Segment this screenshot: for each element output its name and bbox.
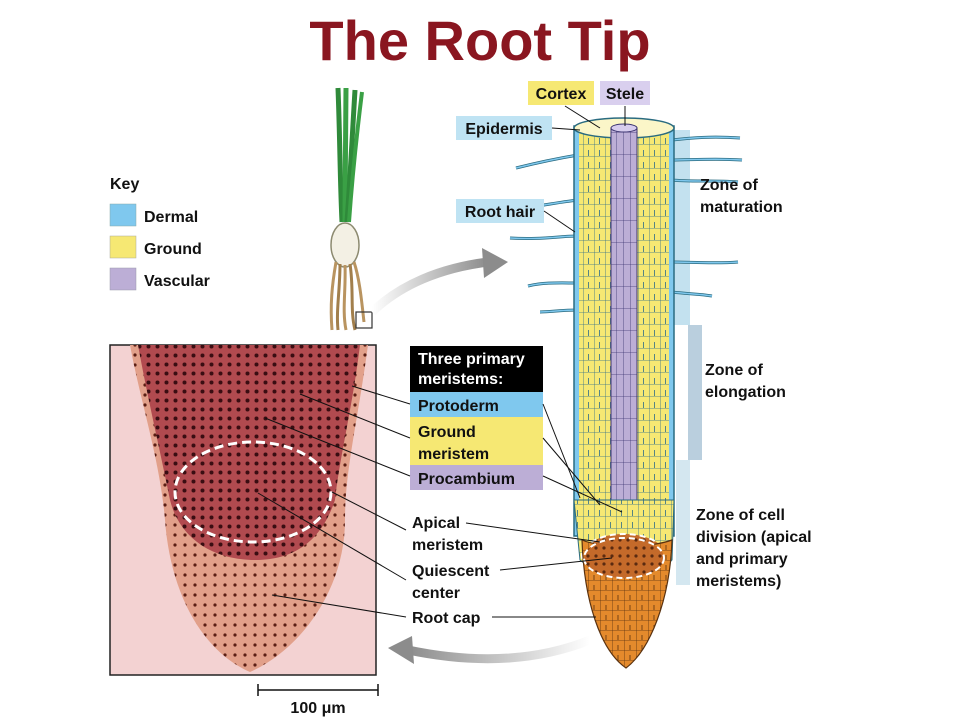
key-legend: Key Dermal Ground Vascular	[109, 176, 210, 291]
root-diagram	[509, 117, 743, 669]
zone-maturation-line2: maturation	[700, 199, 783, 216]
zone-bar-maturation	[674, 130, 690, 325]
cortex-label-bg	[528, 81, 594, 105]
key-label-ground: Ground	[144, 241, 202, 258]
stele-label-bg	[600, 81, 650, 105]
zone-bar-division	[676, 460, 690, 585]
epidermis-label: Epidermis	[465, 121, 542, 138]
key-swatch-vascular	[109, 267, 137, 291]
key-heading: Key	[110, 176, 139, 193]
zone-division-line2: division (apical	[696, 529, 812, 546]
zone-elongation-line1: Zone of	[705, 362, 763, 379]
zone-division-line3: and primary	[696, 551, 788, 568]
scale-bar-label: 100 μm	[290, 700, 345, 717]
key-swatch-dermal	[109, 203, 137, 227]
meristems-header-line1: Three primary	[418, 351, 525, 368]
quiescent-center-line2: center	[412, 585, 460, 602]
zone-division-line1: Zone of cell	[696, 507, 785, 524]
key-label-dermal: Dermal	[144, 209, 198, 226]
stele-label: Stele	[606, 86, 644, 103]
seedling-illustration	[329, 87, 373, 331]
arrow-to-micrograph	[388, 635, 592, 664]
protoderm-label: Protoderm	[418, 398, 499, 415]
zone-maturation-line1: Zone of	[700, 177, 758, 194]
key-label-vascular: Vascular	[144, 273, 210, 290]
leader-lines	[257, 210, 623, 618]
procambium-label: Procambium	[418, 471, 515, 488]
root-hair-label: Root hair	[465, 204, 535, 221]
page-title: The Root Tip	[309, 9, 650, 72]
apical-meristem-line1: Apical	[412, 515, 460, 532]
apical-meristem-line2: meristem	[412, 537, 483, 554]
root-hair-label-bg	[456, 199, 544, 223]
micrograph-panel	[109, 344, 377, 676]
zone-bar-elongation	[688, 325, 702, 460]
key-swatch-ground	[109, 235, 137, 259]
scale-bar: 100 μm	[257, 684, 379, 717]
ground-meristem-line2: meristem	[418, 446, 489, 463]
zone-division-line4: meristems)	[696, 573, 781, 590]
arrow-to-root-diagram	[368, 248, 508, 316]
meristems-header-line2: meristems:	[418, 371, 503, 388]
zone-elongation-line2: elongation	[705, 384, 786, 401]
root-cap-label: Root cap	[412, 610, 481, 627]
cortex-label: Cortex	[536, 86, 587, 103]
ground-meristem-line1: Ground	[418, 424, 476, 441]
epidermis-label-bg	[456, 116, 552, 140]
quiescent-center-line1: Quiescent	[412, 563, 490, 580]
meristems-box: Three primary meristems: Protoderm Groun…	[410, 346, 543, 490]
